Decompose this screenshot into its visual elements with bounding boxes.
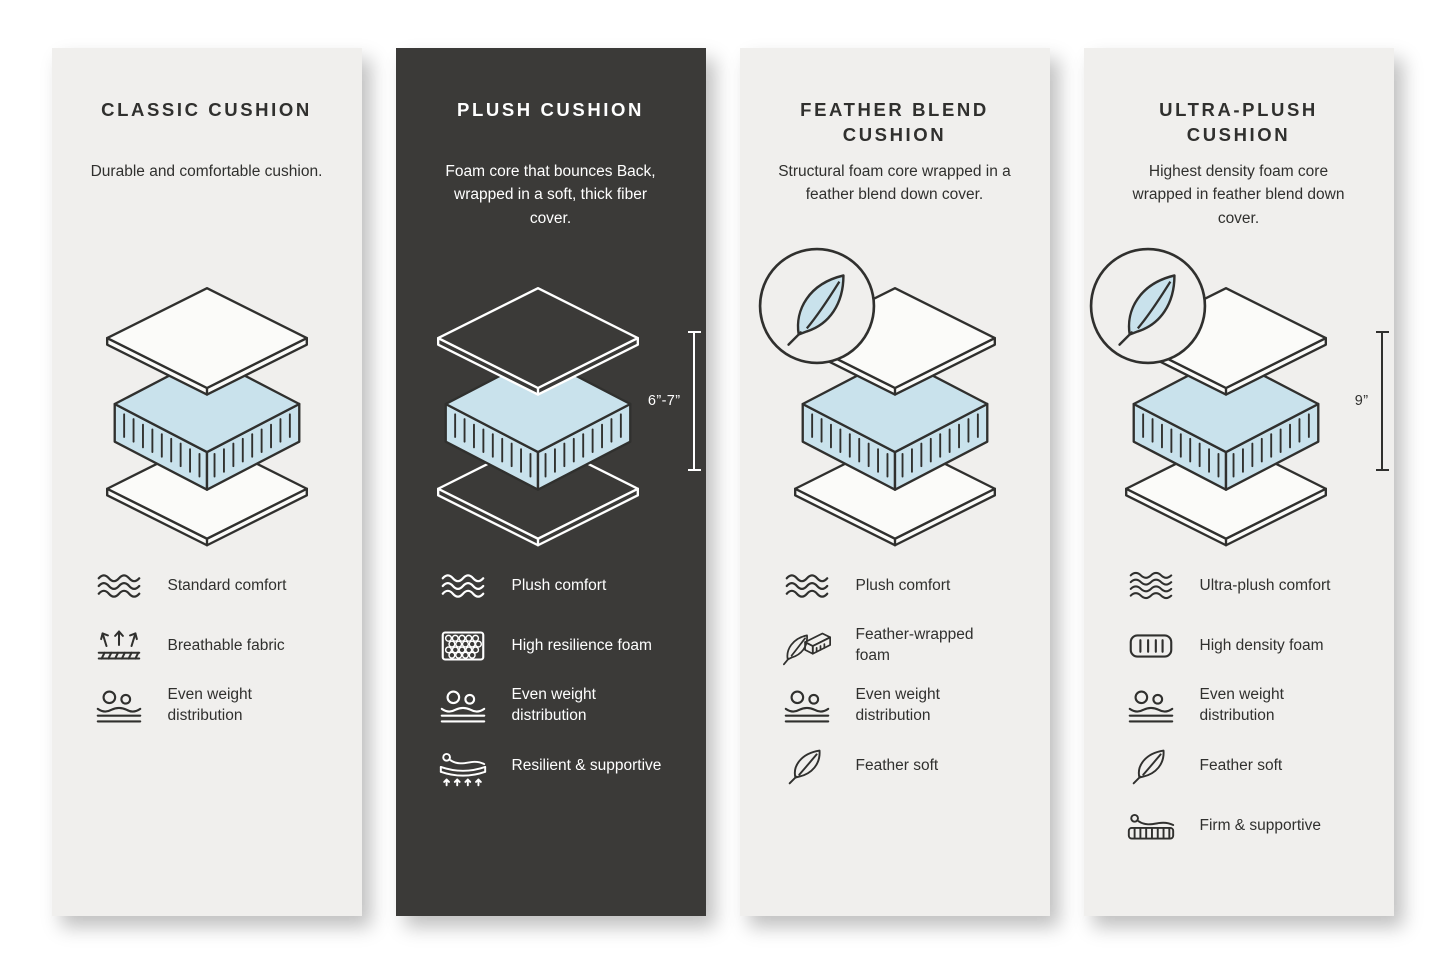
feature-label: Standard comfort	[167, 576, 287, 594]
height-measurement: 9”	[1354, 330, 1389, 471]
feature-list: Ultra-plush comfort High density foam Ev…	[1084, 564, 1394, 864]
feather-icon	[780, 744, 834, 788]
card-description: Structural foam core wrapped in a feathe…	[778, 163, 1011, 204]
card-description: Durable and comfortable cushion.	[90, 163, 323, 180]
cushion-diagram	[782, 275, 1008, 550]
feature-row: Plush comfort	[436, 564, 692, 608]
feature-label: Even weight distribution	[167, 686, 252, 724]
feature-label: Ultra-plush comfort	[1199, 576, 1331, 594]
feather-badge-icon	[756, 245, 878, 367]
height-measurement: 6”-7”	[647, 330, 701, 471]
feature-label: Even weight distribution	[511, 686, 596, 724]
diagram-zone	[52, 262, 362, 562]
honeycomb-foam-icon	[436, 624, 490, 668]
feature-row: Breathable fabric	[92, 624, 348, 668]
card-description: Highest density foam core wrapped in fea…	[1132, 163, 1345, 227]
feature-label: Resilient & supportive	[511, 756, 662, 774]
diagram-zone	[740, 262, 1050, 562]
feature-list: Standard comfort Breathable fabric Even …	[52, 564, 362, 744]
feature-row: Standard comfort	[92, 564, 348, 608]
feature-row: Ultra-plush comfort	[1124, 564, 1380, 608]
feature-row: Feather soft	[780, 744, 1036, 788]
feature-label: Even weight distribution	[1199, 686, 1284, 724]
cushion-diagram	[94, 275, 320, 550]
feature-row: Firm & supportive	[1124, 804, 1380, 848]
diagram-zone: 9”	[1084, 262, 1394, 562]
person-mattress-icon	[1124, 804, 1178, 848]
card-classic-cushion: CLASSIC CUSHION Durable and comfortable …	[51, 48, 362, 916]
feature-row: Feather soft	[1124, 744, 1380, 788]
feather-icon	[1124, 744, 1178, 788]
feature-label: Plush comfort	[511, 576, 607, 594]
feature-row: High resilience foam	[436, 624, 692, 668]
card-feather-blend-cushion: FEATHER BLEND CUSHION Structural foam co…	[739, 48, 1050, 916]
feather-foam-icon	[780, 624, 834, 668]
measurement-label: 6”-7”	[647, 392, 681, 409]
card-plush-cushion: PLUSH CUSHION Foam core that bounces Bac…	[395, 48, 706, 916]
feature-label: Firm & supportive	[1199, 816, 1321, 834]
waves-icon	[92, 564, 146, 608]
waves-icon	[1124, 564, 1178, 608]
page-title: FEATHER BLEND CUSHION	[800, 99, 989, 145]
feature-row: Even weight distribution	[92, 684, 348, 728]
page-title: PLUSH CUSHION	[457, 99, 644, 120]
feature-label: Feather-wrapped foam	[855, 626, 974, 664]
density-foam-icon	[1124, 624, 1178, 668]
feature-label: Feather soft	[1199, 756, 1283, 774]
card-description: Foam core that bounces Back, wrapped in …	[445, 163, 656, 227]
feature-label: Breathable fabric	[167, 636, 285, 654]
page-title: ULTRA-PLUSH CUSHION	[1159, 99, 1318, 145]
feature-row: Feather-wrapped foam	[780, 624, 1036, 668]
feature-row: High density foam	[1124, 624, 1380, 668]
feature-label: Feather soft	[855, 756, 939, 774]
weight-distribution-icon	[1124, 684, 1178, 728]
cushion-layers-icon	[425, 275, 651, 550]
cushion-layers-icon	[94, 275, 320, 550]
feature-label: High resilience foam	[511, 636, 652, 654]
breathable-icon	[92, 624, 146, 668]
diagram-zone: 6”-7”	[396, 262, 706, 562]
feature-label: Even weight distribution	[855, 686, 940, 724]
measurement-label: 9”	[1354, 392, 1369, 409]
feature-label: High density foam	[1199, 636, 1324, 654]
feature-list: Plush comfort High resilience foam Even …	[396, 564, 706, 804]
measurement-bracket	[1375, 330, 1389, 471]
waves-icon	[780, 564, 834, 608]
waves-icon	[436, 564, 490, 608]
card-ultra-plush-cushion: ULTRA-PLUSH CUSHION Highest density foam…	[1083, 48, 1394, 916]
weight-distribution-icon	[92, 684, 146, 728]
weight-distribution-icon	[436, 684, 490, 728]
feature-row: Resilient & supportive	[436, 744, 692, 788]
cushion-diagram: 9”	[1113, 275, 1389, 550]
feature-row: Plush comfort	[780, 564, 1036, 608]
cushion-diagram: 6”-7”	[425, 275, 701, 550]
person-arrows-icon	[436, 744, 490, 788]
feature-row: Even weight distribution	[780, 684, 1036, 728]
page-title: CLASSIC CUSHION	[101, 99, 312, 120]
measurement-bracket	[687, 330, 701, 471]
weight-distribution-icon	[780, 684, 834, 728]
feather-badge-icon	[1087, 245, 1209, 367]
feature-list: Plush comfort Feather-wrapped foam Even …	[740, 564, 1050, 804]
feature-row: Even weight distribution	[1124, 684, 1380, 728]
feature-label: Plush comfort	[855, 576, 951, 594]
feature-row: Even weight distribution	[436, 684, 692, 728]
